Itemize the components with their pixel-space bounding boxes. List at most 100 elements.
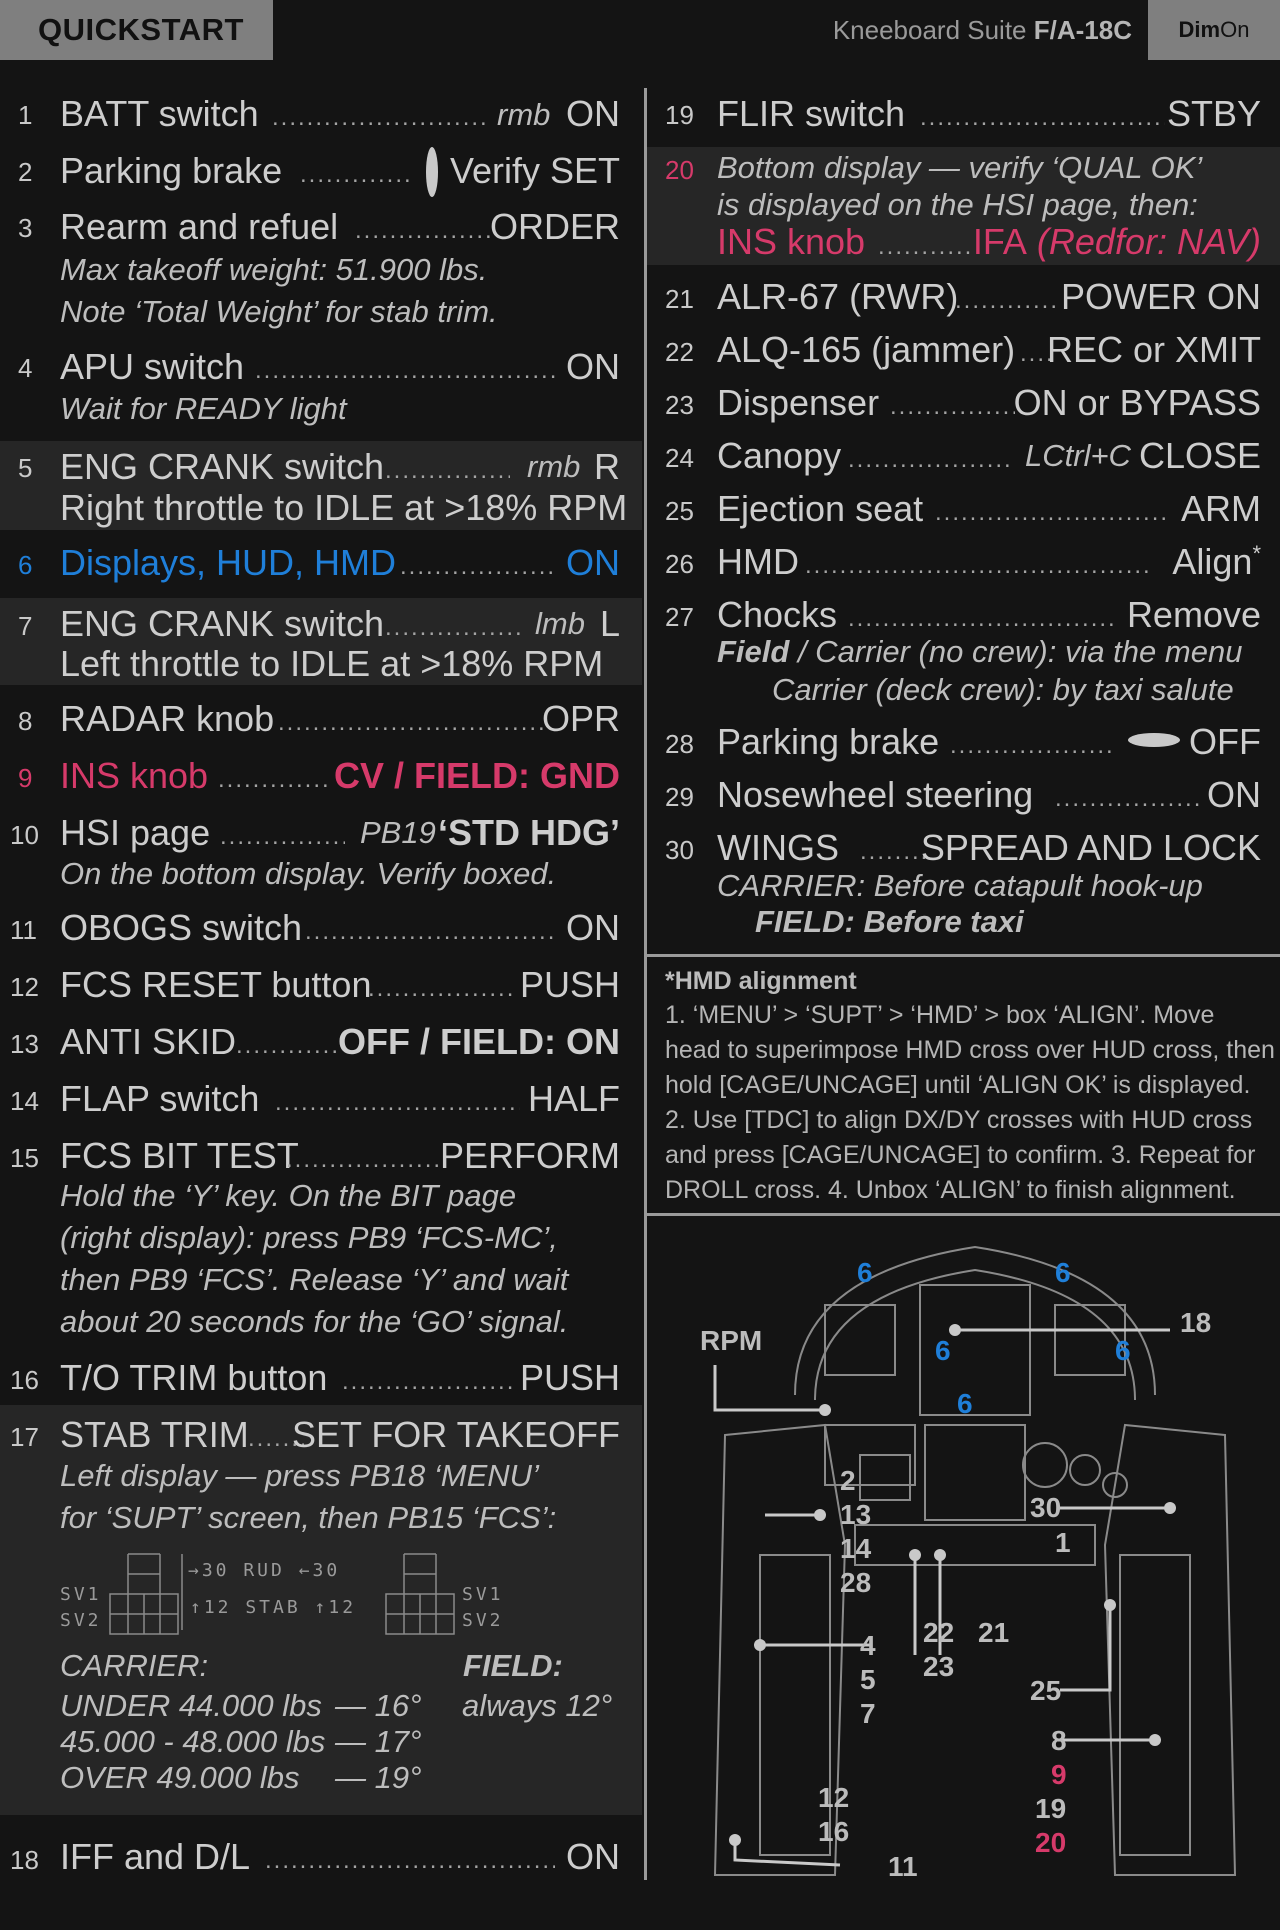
carrier-heading: CARRIER: — [60, 1648, 209, 1683]
item-note: Wait for READY light — [60, 391, 347, 426]
item-label: Canopy — [717, 435, 842, 476]
item-note: FIELD: Before taxi — [755, 904, 1024, 940]
header-bar: QUICKSTART Kneeboard Suite F/A-18C DimOn — [0, 0, 1280, 60]
item-value: ORDER — [489, 206, 620, 247]
field-trim-value: always 12° — [462, 1688, 613, 1723]
item-value: ON — [566, 93, 620, 134]
item-label: HSI page — [60, 812, 211, 853]
leader-dots: ................................ — [890, 393, 1015, 420]
item-value: R — [594, 446, 620, 487]
item-value: PUSH — [519, 1357, 620, 1398]
sv1-label: SV1 — [60, 1584, 102, 1605]
section-divider — [647, 1213, 1280, 1216]
item-label: HMD — [717, 541, 799, 582]
item-number: 30 — [665, 835, 694, 865]
item-label: FLIR switch — [717, 93, 906, 134]
item-note: Hold the ‘Y’ key. On the BIT page — [60, 1178, 517, 1213]
carrier-row-3-weight: OVER 49.000 lbs — [60, 1760, 300, 1795]
dim-toggle-button[interactable]: DimOn — [1148, 0, 1280, 60]
item-value: L — [599, 603, 620, 644]
item-label: ALR-67 (RWR) — [717, 276, 959, 317]
item-label: ALQ-165 (jammer) — [717, 329, 1016, 370]
leader-dots: ........................................… — [278, 709, 543, 736]
item-label: APU switch — [60, 346, 245, 387]
item-value: IFA (Redfor: NAV) — [973, 221, 1261, 263]
carrier-row-2-weight: 45.000 - 48.000 lbs — [60, 1724, 326, 1759]
callout-14: 14 — [840, 1533, 872, 1564]
item-hint: PB19 — [360, 815, 436, 850]
item-number: 22 — [665, 337, 694, 367]
callout-6-right-ddi: 6 — [1055, 1257, 1071, 1288]
ifa-value: IFA — [972, 221, 1027, 262]
stab-readout: ↑12 STAB ↑12 — [190, 1597, 357, 1618]
field-heading: FIELD: — [463, 1648, 563, 1683]
redfor-value: (Redfor: NAV) — [1026, 221, 1261, 262]
leader-dots: ........................................ — [286, 1146, 444, 1173]
callout-30: 30 — [1030, 1492, 1062, 1523]
item-number: 20 — [665, 155, 694, 185]
item-value: OFF / FIELD: ON — [338, 1021, 620, 1062]
item-note: (right display): press PB9 ‘FCS-MC’, — [60, 1220, 558, 1255]
item-value: ON — [566, 1836, 620, 1877]
item-hint: LCtrl+C — [1025, 438, 1131, 473]
item-number: 13 — [10, 1029, 39, 1059]
wings-note-1: Before catapult hook-up — [865, 868, 1203, 903]
item-number: 2 — [18, 157, 33, 187]
callout-5: 5 — [860, 1664, 876, 1695]
note-title: *HMD alignment — [665, 967, 857, 995]
highlight-band-7 — [0, 598, 642, 685]
item-number: 26 — [665, 549, 694, 579]
item-label: Displays, HUD, HMD — [60, 542, 397, 583]
callout-6-bottom-display: 6 — [957, 1388, 973, 1419]
item-hint: rmb — [497, 97, 551, 132]
item-note: for ‘SUPT’ screen, then PB15 ‘FCS’: — [60, 1500, 557, 1535]
item-value: ON — [566, 542, 620, 583]
rud-readout: →30 RUD ←30 — [188, 1560, 341, 1581]
leader-dots: .............................. — [300, 161, 412, 188]
highlight-band-5 — [0, 441, 642, 530]
leader-dots: ........................................… — [272, 104, 487, 131]
carrier-row-2-trim: — 17° — [335, 1724, 422, 1759]
item-label: FLAP switch — [60, 1078, 260, 1119]
item-number: 17 — [10, 1422, 39, 1452]
leader-dots: ............................ — [955, 287, 1060, 314]
leader-dots: ........ — [1020, 340, 1050, 367]
item-number: 5 — [18, 453, 33, 483]
item-note: then PB9 ‘FCS’. Release ‘Y’ and wait — [60, 1262, 569, 1297]
item-note: Left display — press PB18 ‘MENU’ — [60, 1458, 539, 1493]
item-label: Parking brake — [717, 721, 940, 762]
item-number: 27 — [665, 602, 694, 632]
leader-dots: ................................. — [385, 614, 520, 641]
callout-9: 9 — [1051, 1759, 1067, 1790]
leader-dots: .............................. — [218, 766, 328, 793]
item-label: INS knob — [60, 755, 209, 796]
section-tab-quickstart[interactable]: QUICKSTART — [0, 0, 273, 60]
item-value: SPREAD AND LOCK — [920, 827, 1261, 868]
item-value: ON — [566, 346, 620, 387]
leader-dots: ................................. — [355, 217, 490, 244]
item-hint: lmb — [535, 606, 585, 641]
dim-label: Dim — [1178, 17, 1221, 42]
leader-dots: ........................................… — [935, 499, 1170, 526]
callout-18: 18 — [1180, 1307, 1212, 1338]
leader-dots: ........................................… — [265, 1847, 555, 1874]
sv2-label-right: SV2 — [462, 1610, 504, 1631]
footnote-marker: * — [1252, 541, 1261, 566]
callout-6-hud: 6 — [935, 1335, 951, 1366]
leader-dots: ............................... — [220, 823, 345, 850]
document-title: Kneeboard Suite F/A-18C — [833, 0, 1132, 60]
item-value: Align* — [1172, 541, 1261, 583]
item-label: Bottom display — verify ‘QUAL OK’ — [717, 150, 1203, 185]
item-label: BATT switch — [60, 93, 259, 134]
leader-dots: ........................................… — [848, 605, 1118, 632]
item-number: 4 — [18, 353, 33, 383]
item-value: CLOSE — [1138, 435, 1261, 476]
item-label: ENG CRANK switch — [60, 603, 385, 644]
item-value: ON or BYPASS — [1013, 382, 1261, 423]
item-number: 19 — [665, 100, 694, 130]
leader-dots: ........................................… — [275, 1089, 520, 1116]
stab-gauge-left-icon — [109, 1553, 179, 1635]
carrier-word: CARRIER: — [717, 868, 866, 903]
item-value: ON — [1207, 774, 1261, 815]
item-note: Note ‘Total Weight’ for stab trim. — [60, 294, 498, 329]
